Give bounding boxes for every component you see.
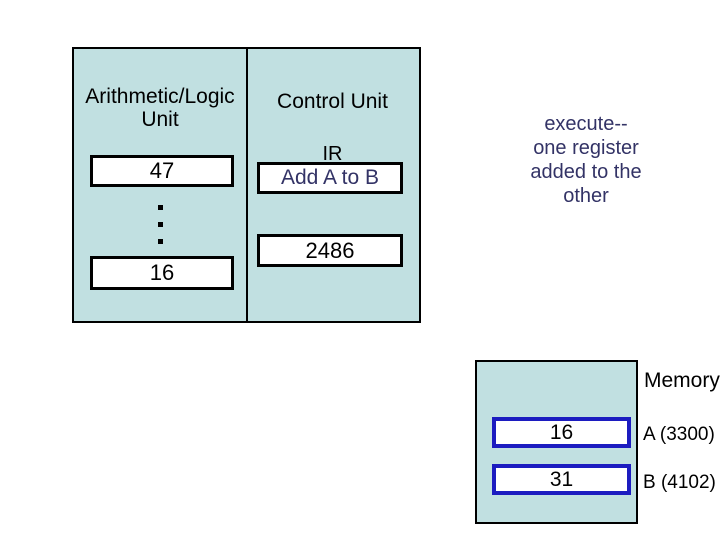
- memory-title: Memory: [644, 369, 720, 392]
- memory-cell-a-label: A (3300): [643, 424, 715, 445]
- execute-annotation: execute-- one register added to the othe…: [530, 113, 642, 207]
- ir-label: IR: [322, 143, 343, 165]
- memory-box: 16 31: [475, 360, 638, 524]
- alu-title: Arithmetic/Logic Unit: [85, 85, 235, 131]
- dot-icon: [157, 205, 163, 210]
- control-unit-title: Control Unit: [277, 90, 388, 113]
- alu-register-top: 47: [90, 155, 234, 187]
- alu-register-bottom: 16: [90, 256, 234, 290]
- alu-register-top-value: 47: [149, 158, 175, 183]
- ellipsis-dots: [74, 205, 246, 244]
- memory-cell-a: 16: [492, 417, 631, 448]
- alu-register-bottom-value: 16: [149, 260, 175, 285]
- dot-icon: [157, 239, 163, 244]
- instruction-register-value: Add A to B: [280, 166, 380, 189]
- dot-icon: [157, 222, 163, 227]
- memory-cell-b: 31: [492, 464, 631, 495]
- cpu-unit-box: Arithmetic/Logic Unit Control Unit 47 16…: [72, 47, 421, 323]
- instruction-register-box: Add A to B: [257, 162, 403, 194]
- memory-cell-b-label: B (4102): [643, 472, 716, 493]
- memory-cell-b-value: 31: [549, 467, 574, 491]
- control-unit-register-value: 2486: [305, 237, 355, 263]
- alu-cu-divider: [246, 49, 248, 321]
- memory-cell-a-value: 16: [549, 420, 574, 444]
- control-unit-register-box: 2486: [257, 234, 403, 267]
